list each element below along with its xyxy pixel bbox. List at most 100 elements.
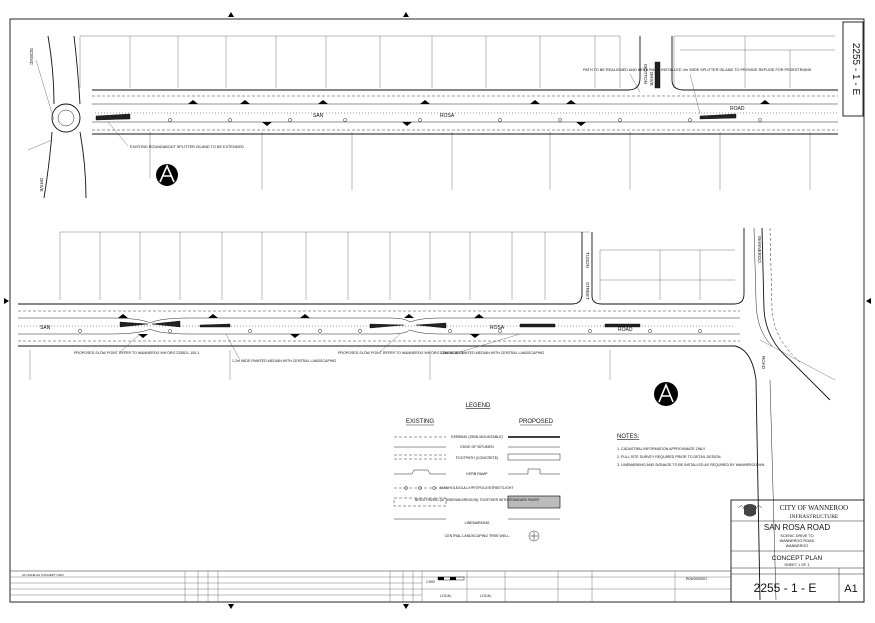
title-sheet: SHEET 1 OF 1: [784, 563, 809, 567]
legend-row-linemarking: LINEMARKING: [465, 521, 490, 525]
top-road-label-san: SAN: [313, 113, 324, 119]
path-realign-annotation: PATH TO BE REALIGNED AND KERB RAMP INSTA…: [583, 68, 682, 72]
bottom-road-label-road: ROAD: [618, 327, 633, 333]
painted-median-2: [519, 323, 556, 328]
slow-point-2-annotation: PROPOSED SLOW POINT REFER TO WANNEROO WH…: [338, 351, 463, 355]
centre-mark-top-right: [403, 12, 409, 17]
wanneroo-road-footpath: [769, 227, 801, 363]
painted-median-1: [199, 323, 231, 328]
median-annotation: 1.2m WIDE PAINTED MEDIAN WITH CENTRAL LA…: [232, 359, 336, 363]
slow-point-2-east: [415, 322, 447, 329]
note-1: 1. CADASTRAL INFORMATION APPROXIMATE ONL…: [617, 447, 706, 451]
bottom-lot-lines-south: [29, 339, 836, 381]
title-sub2: WANNEROO ROAD: [780, 539, 815, 543]
title-org-line1: CITY OF WANNEROO: [780, 504, 848, 512]
centre-mark-bottom-right: [403, 604, 409, 609]
city-crest-logo: [737, 504, 763, 517]
bottom-poles: [78, 329, 702, 333]
legend: LEGEND EXISTING PROPOSED KERBING (SEMI-M…: [393, 403, 561, 542]
scale-text: 1:500: [426, 580, 435, 584]
wanneroo-road-east: [761, 227, 831, 401]
wanneroo-road-label: WANNEROO: [757, 236, 762, 263]
title-project: SAN ROSA ROAD: [764, 523, 830, 532]
tuson-street-label: TUSON: [585, 252, 590, 268]
scenic-drive-east-south: [79, 131, 87, 199]
datum-text: LOCAL: [440, 594, 452, 598]
legend-row-kerb-ramp: KERB RAMP: [466, 472, 488, 476]
bottom-lot-lines: [59, 231, 735, 300]
wanneroo-road-kerb: [753, 227, 773, 347]
top-kerb-ramps: [188, 100, 770, 126]
bottom-north-kerb: [18, 317, 740, 324]
scenic-drive-west-north: [47, 35, 55, 105]
top-lot-lines: [79, 35, 835, 88]
roundabout-splitter-island: [95, 113, 131, 121]
file-number-text: R04/0000001: [686, 577, 707, 581]
title-sub3: WANNEROO: [786, 544, 809, 548]
revision-strip-frame: [9, 570, 732, 603]
legend-title: LEGEND: [466, 403, 491, 409]
bottom-plan: SAN ROSA ROAD TUSON STREET WANNEROO ROAD…: [18, 227, 836, 601]
bottom-road-label-rosa: ROSA: [490, 325, 505, 331]
north-arrow-icon-2: [654, 382, 678, 406]
splitter-leader: [689, 73, 701, 115]
title-block: CITY OF WANNEROO INFRASTRUCTURE SAN ROSA…: [730, 499, 865, 603]
title-sub1: SCENIC DRIVE TO: [780, 534, 813, 538]
wotton-drive-label-b: DRIVE: [649, 72, 654, 86]
title-sheet-size: A1: [844, 583, 857, 595]
top-plan: SAN ROSA ROAD SCENIC DRIVE WOTTON DRIVE …: [27, 35, 838, 199]
legend-row-bitumen: EDGE OF BITUMEN: [460, 445, 494, 449]
slow-point-median-west: [119, 321, 149, 328]
scenic-drive-label: SCENIC: [29, 48, 34, 66]
top-road-label-rosa: ROSA: [440, 113, 455, 119]
splitter-annotation: 2m WIDE SPLITTER ISLAND TO PROVIDE REFUG…: [683, 68, 812, 72]
bottom-road-north-boundary-east: [591, 228, 745, 305]
top-east-median: [699, 113, 737, 120]
bottom-road-label-san: SAN: [40, 325, 51, 331]
slow-point-2-west: [369, 323, 405, 329]
roundabout-outer: [51, 103, 81, 133]
wotton-drive-label: WOTTON: [643, 64, 648, 84]
note-3: 3. LINEMARKING AND SIGNAGE TO BE INSTALL…: [617, 463, 765, 467]
bottom-kerb-ramps: [118, 314, 484, 338]
slow-point-median-east: [151, 320, 181, 328]
revision-strip: A1 ISSUE AS CONCEPT ONLY 1:500 LOCAL LOC…: [9, 570, 732, 603]
scenic-drive-west-south: [43, 131, 53, 199]
legend-existing-header: EXISTING: [406, 419, 434, 425]
path-realign-leader: [629, 73, 641, 93]
top-lot-lines-south: [149, 132, 811, 190]
legend-proposed-header: PROPOSED: [519, 419, 554, 425]
east-median: [604, 323, 641, 328]
tuson-street-label-b: STREET: [585, 282, 590, 300]
slow-point-leader: [119, 333, 141, 353]
top-road-north-boundary: [92, 36, 641, 91]
centre-mark-top-left: [228, 12, 234, 17]
roundabout-leader: [107, 121, 129, 147]
roundabout-inner: [57, 109, 75, 127]
centre-mark-right: [866, 298, 871, 304]
wanneroo-road-west: [734, 345, 761, 601]
wotton-splitter-island: [654, 61, 661, 89]
wanneroo-road-south-kerb: [769, 379, 777, 601]
top-road-north-boundary-east: [671, 36, 838, 91]
legend-row-manhole: MANHOLE/GULLY/PIT/POLE/STREETLIGHT: [440, 486, 514, 490]
centre-mark-left: [4, 298, 9, 304]
title-drawing-number: 2255 - 1 - E: [754, 581, 817, 595]
top-poles: [168, 118, 762, 122]
centre-mark-bottom-left: [228, 604, 234, 609]
slow-point-annotation: PROPOSED SLOW POINT REFER TO WANNEROO WH…: [74, 351, 199, 355]
title-plan: CONCEPT PLAN: [772, 555, 823, 562]
drawing-number-box: [842, 21, 864, 117]
median-leader: [225, 333, 241, 361]
scenic-drive-lower-label: DRIVE: [39, 178, 44, 192]
legend-row-landscaping: CENTRAL LANDSCAPING TREE WELL: [445, 534, 510, 538]
note-2: 2. FULL SITE SURVEY REQUIRED PRIOR TO DE…: [617, 455, 721, 459]
slow-point-2-leader: [379, 333, 401, 353]
notes-title: NOTES:: [617, 434, 640, 440]
median-2-annotation: 1.2m WIDE PAINTED MEDIAN WITH CENTRAL LA…: [440, 351, 544, 355]
notes: NOTES: 1. CADASTRAL INFORMATION APPROXIM…: [617, 434, 765, 467]
bottom-road-north-boundary: [18, 232, 583, 305]
legend-row-footpath: FOOTPATH (CONCRETE): [456, 456, 499, 460]
